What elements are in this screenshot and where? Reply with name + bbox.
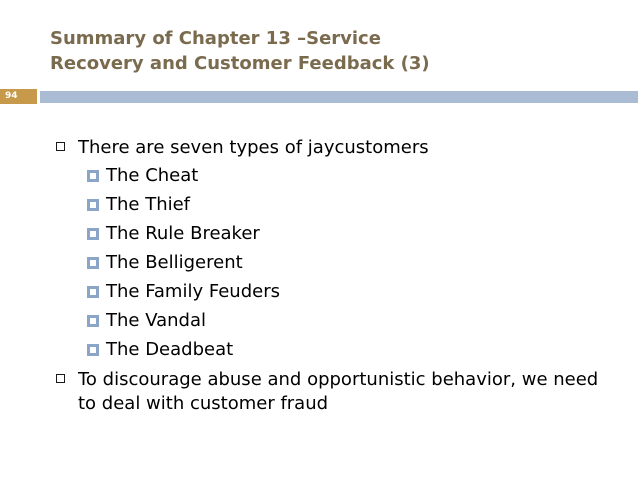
sub-bullet-text: The Family Feuders (106, 281, 280, 302)
square-filled-icon (87, 199, 99, 211)
square-outline-icon (56, 374, 65, 383)
sub-bullet-text: The Cheat (106, 165, 199, 186)
sub-bullet-item: The Family Feuders (50, 277, 610, 306)
sub-bullet-item: The Cheat (50, 161, 610, 190)
slide-title: Summary of Chapter 13 –Service Recovery … (50, 26, 610, 76)
square-filled-icon (87, 257, 99, 269)
square-filled-icon (87, 170, 99, 182)
square-filled-icon (87, 315, 99, 327)
accent-bar (40, 91, 638, 103)
sub-bullet-text: The Thief (106, 194, 191, 215)
sub-bullet-item: The Thief (50, 190, 610, 219)
sub-bullet-text: The Deadbeat (106, 339, 234, 360)
title-line-1: Summary of Chapter 13 –Service (50, 28, 381, 49)
sub-bullet-text: The Rule Breaker (106, 223, 260, 244)
title-line-2: Recovery and Customer Feedback (3) (50, 53, 430, 74)
sub-bullet-item: The Belligerent (50, 248, 610, 277)
square-outline-icon (56, 142, 65, 151)
sub-bullet-text: The Vandal (106, 310, 207, 331)
sub-bullet-item: The Vandal (50, 306, 610, 335)
sub-bullet-item: The Rule Breaker (50, 219, 610, 248)
bullet-text: There are seven types of jaycustomers (78, 137, 429, 158)
slide-number: 94 (0, 89, 37, 104)
bullet-item-fraud: To discourage abuse and opportunistic be… (50, 368, 610, 416)
sub-bullet-item: The Deadbeat (50, 335, 610, 364)
slide-content: There are seven types of jaycustomers Th… (50, 134, 610, 416)
bullet-text: To discourage abuse and opportunistic be… (78, 369, 599, 414)
bullet-item-jaycustomers: There are seven types of jaycustomers (50, 134, 610, 161)
sub-bullet-text: The Belligerent (106, 252, 243, 273)
square-filled-icon (87, 286, 99, 298)
square-filled-icon (87, 228, 99, 240)
square-filled-icon (87, 344, 99, 356)
